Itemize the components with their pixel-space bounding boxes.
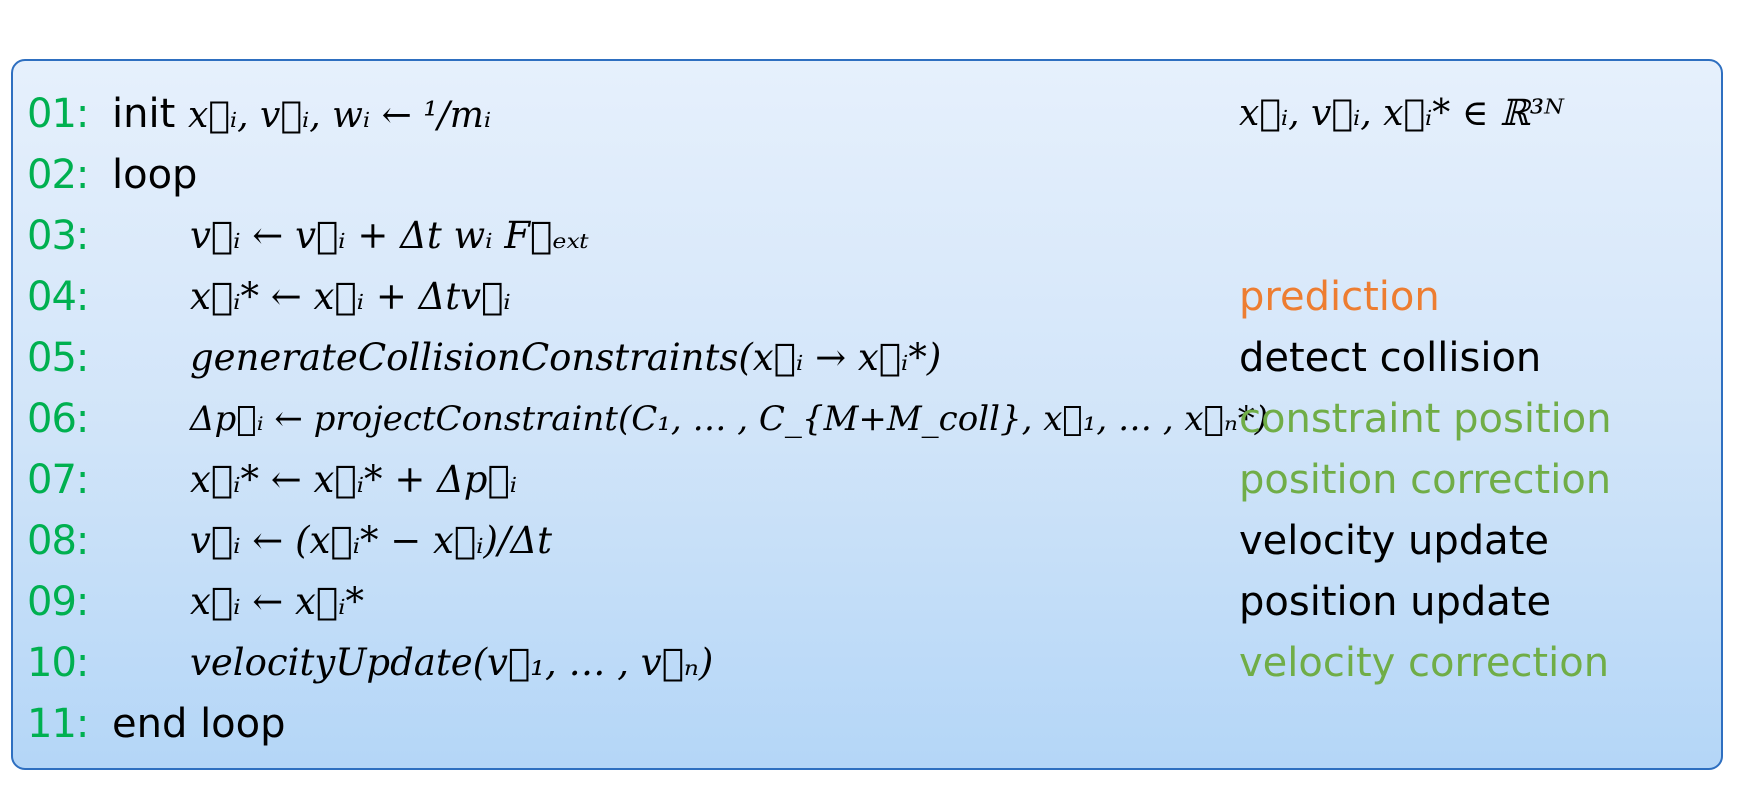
math-expression: x⃗ᵢ, v⃗ᵢ, wᵢ ← ¹/mᵢ: [187, 95, 492, 136]
algorithm-box: 01: init x⃗ᵢ, v⃗ᵢ, wᵢ ← ¹/mᵢ x⃗ᵢ, v⃗ᵢ, x…: [11, 59, 1723, 770]
comment-velocity-correction: velocity correction: [1239, 640, 1610, 686]
math-expression: x⃗ᵢ ← x⃗ᵢ*: [190, 580, 365, 623]
algo-line-08: 08: v⃗ᵢ ← (x⃗ᵢ* − x⃗ᵢ)/Δt velocity updat…: [27, 511, 1717, 572]
algo-line-01: 01: init x⃗ᵢ, v⃗ᵢ, wᵢ ← ¹/mᵢ x⃗ᵢ, v⃗ᵢ, x…: [27, 84, 1717, 145]
math-expression: Δp⃗ᵢ ← projectConstraint(C₁, … , C_{M+M_…: [190, 399, 1269, 439]
line-number: 04:: [27, 274, 89, 320]
algo-line-07: 07: x⃗ᵢ* ← x⃗ᵢ* + Δp⃗ᵢ position correcti…: [27, 450, 1717, 511]
comment-position-update: position update: [1239, 579, 1552, 625]
code-init: init x⃗ᵢ, v⃗ᵢ, wᵢ ← ¹/mᵢ: [112, 92, 491, 138]
line-number: 08:: [27, 518, 89, 564]
line-number: 06:: [27, 396, 89, 442]
math-expression: generateCollisionConstraints(x⃗ᵢ → x⃗ᵢ*): [190, 336, 942, 379]
line-number: 03:: [27, 213, 89, 259]
line-number: 07:: [27, 457, 89, 503]
math-expression: v⃗ᵢ ← (x⃗ᵢ* − x⃗ᵢ)/Δt: [190, 519, 553, 562]
math-expression: x⃗ᵢ* ← x⃗ᵢ* + Δp⃗ᵢ: [190, 458, 518, 501]
algo-line-11: 11: end loop: [27, 694, 1717, 755]
algo-line-06: 06: Δp⃗ᵢ ← projectConstraint(C₁, … , C_{…: [27, 389, 1717, 450]
math-expression: x⃗ᵢ* ← x⃗ᵢ + Δtv⃗ᵢ: [190, 275, 511, 318]
algo-line-02: 02: loop: [27, 145, 1717, 206]
math-expression: v⃗ᵢ ← v⃗ᵢ + Δt wᵢ F⃗ₑₓₜ: [190, 214, 589, 257]
keyword-end-loop: end loop: [112, 701, 286, 747]
line-number: 01:: [27, 91, 89, 137]
algo-line-03: 03: v⃗ᵢ ← v⃗ᵢ + Δt wᵢ F⃗ₑₓₜ: [27, 206, 1717, 267]
line-number: 02:: [27, 152, 89, 198]
comment-constraint-position: constraint position: [1239, 396, 1612, 442]
algo-line-10: 10: velocityUpdate(v⃗₁, … , v⃗ₙ) velocit…: [27, 633, 1717, 694]
algo-line-05: 05: generateCollisionConstraints(x⃗ᵢ → x…: [27, 328, 1717, 389]
comment-velocity-update: velocity update: [1239, 518, 1549, 564]
algo-line-09: 09: x⃗ᵢ ← x⃗ᵢ* position update: [27, 572, 1717, 633]
keyword: init: [112, 91, 176, 137]
comment-domain: x⃗ᵢ, v⃗ᵢ, x⃗ᵢ* ∈ ℝ³ᴺ: [1239, 93, 1564, 134]
comment-prediction: prediction: [1239, 274, 1440, 320]
line-number: 05:: [27, 335, 89, 381]
comment-detect-collision: detect collision: [1239, 335, 1542, 381]
line-number: 11:: [27, 701, 89, 747]
keyword-loop: loop: [112, 152, 198, 198]
math-expression: velocityUpdate(v⃗₁, … , v⃗ₙ): [190, 641, 714, 684]
line-number: 10:: [27, 640, 89, 686]
comment-position-correction: position correction: [1239, 457, 1612, 503]
line-number: 09:: [27, 579, 89, 625]
algo-line-04: 04: x⃗ᵢ* ← x⃗ᵢ + Δtv⃗ᵢ prediction: [27, 267, 1717, 328]
